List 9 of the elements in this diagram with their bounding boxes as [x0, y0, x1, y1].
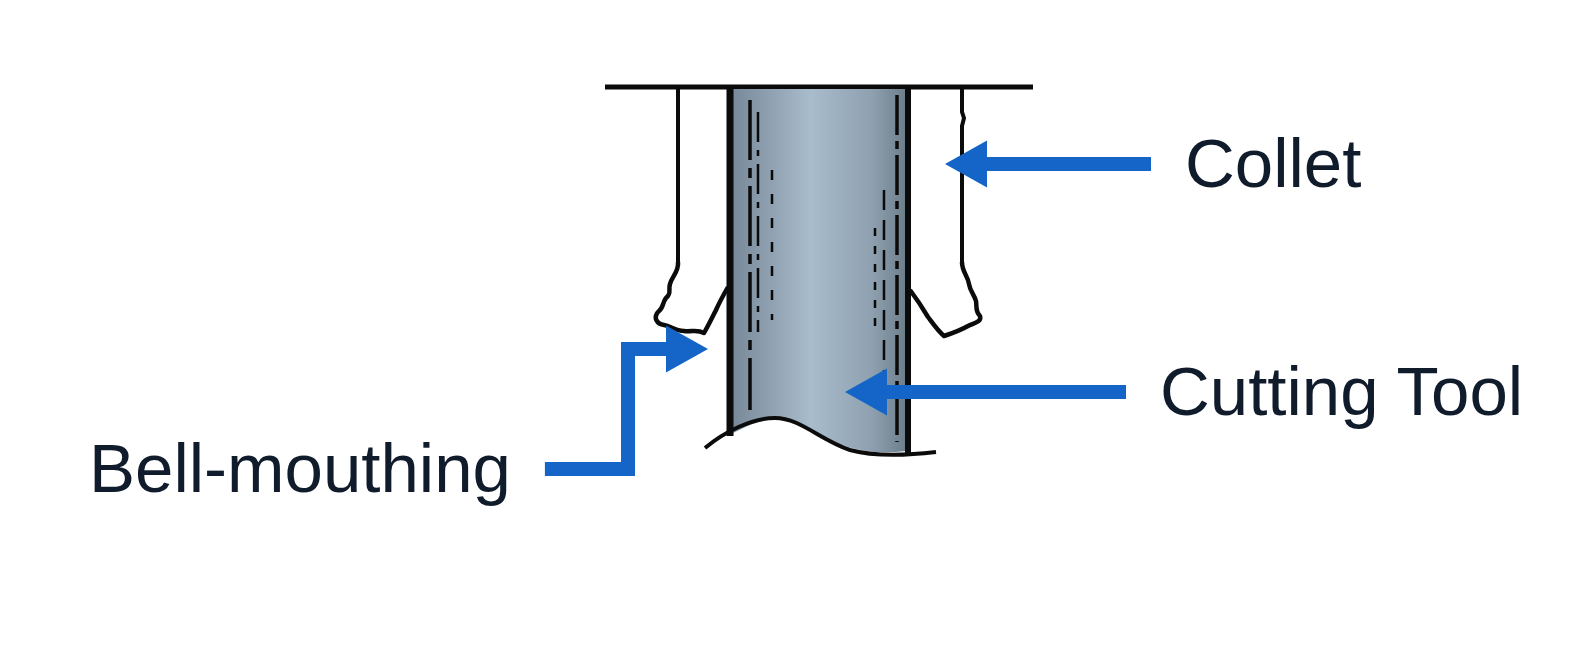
- part-label: Cutting Tool: [1160, 353, 1524, 431]
- bell-mouth-flare: [653, 261, 983, 339]
- part-label: Collet: [1185, 125, 1362, 203]
- cutting-tool-drawing: [703, 88, 937, 457]
- collet-drawing: [676, 88, 967, 264]
- leader-arrow: [845, 368, 1126, 416]
- part-label: Bell-mouthing: [89, 430, 511, 508]
- leader-arrow: [544, 325, 708, 476]
- leader-arrow: [945, 140, 1151, 188]
